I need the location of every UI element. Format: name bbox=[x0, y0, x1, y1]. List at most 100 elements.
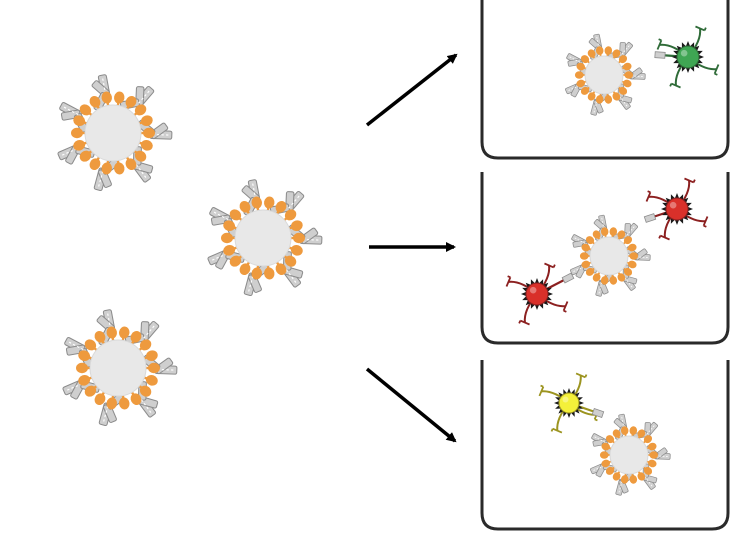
ligand-icon bbox=[617, 230, 626, 239]
bead-core bbox=[609, 435, 649, 475]
ligand-icon bbox=[284, 255, 297, 267]
bound-antibody bbox=[643, 213, 657, 223]
ligand-icon bbox=[604, 46, 613, 55]
ligand-icon bbox=[617, 273, 626, 282]
well-contents bbox=[505, 25, 720, 498]
ligand-icon bbox=[618, 55, 628, 64]
receptor-tip bbox=[544, 262, 556, 269]
arrow-icon bbox=[365, 367, 457, 443]
ligand-icon bbox=[114, 162, 125, 175]
bead-core bbox=[234, 209, 292, 267]
ligand-icon bbox=[643, 466, 653, 475]
ligand-icon bbox=[605, 466, 615, 475]
ligand-icon bbox=[73, 115, 86, 126]
ligand-icon bbox=[585, 236, 595, 245]
bound-antibody bbox=[591, 408, 605, 418]
receptor-tip bbox=[550, 427, 563, 434]
well-2-bead bbox=[567, 214, 651, 299]
ligand-icon bbox=[612, 472, 621, 481]
ligand-icon bbox=[628, 243, 637, 252]
well-icon bbox=[480, 172, 730, 345]
ligand-icon bbox=[119, 397, 130, 410]
ligand-icon bbox=[73, 140, 86, 151]
ligand-icon bbox=[79, 150, 92, 162]
ligand-icon bbox=[101, 162, 112, 175]
receptor-tip bbox=[656, 38, 663, 50]
cell-highlight bbox=[562, 396, 569, 403]
ligand-icon bbox=[595, 95, 604, 104]
ligand-icon bbox=[579, 252, 589, 260]
cell-highlight bbox=[669, 201, 677, 209]
ligand-icon bbox=[612, 429, 621, 438]
ligand-icon bbox=[106, 326, 117, 339]
ligand-icon bbox=[581, 243, 590, 252]
bound-antibody bbox=[654, 51, 666, 59]
yellow-cell bbox=[538, 372, 605, 434]
ligand-icon bbox=[239, 263, 251, 275]
cell-highlight bbox=[529, 286, 537, 294]
well-3-bead bbox=[587, 413, 671, 498]
ligand-icon bbox=[609, 227, 618, 236]
receptor-tip bbox=[575, 372, 588, 379]
ligand-icon bbox=[221, 232, 233, 244]
well-icon bbox=[480, 360, 730, 531]
ligand-icon bbox=[101, 91, 112, 104]
ligand-icon bbox=[89, 96, 101, 108]
ligand-icon bbox=[623, 267, 633, 276]
ligand-icon bbox=[139, 385, 152, 397]
ligand-icon bbox=[239, 201, 251, 213]
ligand-icon bbox=[140, 140, 153, 151]
ligand-icon bbox=[139, 339, 152, 351]
bound-antibody bbox=[561, 272, 575, 284]
ligand-icon bbox=[275, 201, 287, 213]
free-beads bbox=[53, 73, 323, 430]
spiky-cell-icon bbox=[525, 282, 549, 306]
ligand-icon bbox=[629, 475, 638, 484]
bead-core bbox=[89, 339, 147, 397]
receptor-tip bbox=[702, 216, 709, 228]
receptor-tip bbox=[538, 384, 545, 397]
ligand-icon bbox=[84, 339, 97, 351]
ligand-icon bbox=[628, 260, 637, 269]
ligand-icon bbox=[600, 227, 609, 236]
spiky-cell-icon bbox=[665, 197, 689, 221]
ligand-icon bbox=[643, 435, 653, 444]
ligand-icon bbox=[629, 252, 639, 260]
ligand-icon bbox=[592, 230, 601, 239]
receptor-tip bbox=[658, 234, 670, 241]
ligand-icon bbox=[599, 451, 609, 459]
ligand-icon bbox=[601, 459, 610, 468]
spiky-cell-icon bbox=[676, 45, 700, 69]
ligand-icon bbox=[620, 475, 629, 484]
ligand-icon bbox=[264, 196, 275, 209]
ligand-icon bbox=[79, 104, 92, 116]
ligand-icon bbox=[125, 96, 137, 108]
ligand-icon bbox=[629, 426, 638, 435]
ligand-icon bbox=[574, 71, 584, 79]
ligand-icon bbox=[229, 255, 242, 267]
receptor-tip bbox=[645, 190, 652, 202]
ligand-icon bbox=[580, 55, 590, 64]
arrows bbox=[365, 53, 458, 443]
receptor-tip bbox=[518, 319, 530, 326]
ligand-icon bbox=[609, 276, 618, 285]
ligand-icon bbox=[290, 245, 303, 256]
ligand-icon bbox=[595, 46, 604, 55]
red-cell-lower bbox=[505, 262, 575, 326]
ligand-icon bbox=[618, 86, 628, 95]
ligand-icon bbox=[134, 104, 147, 116]
bead-2 bbox=[203, 178, 323, 300]
spiky-cell-icon bbox=[558, 392, 580, 414]
ligand-icon bbox=[119, 326, 130, 339]
ligand-icon bbox=[143, 127, 155, 139]
ligand-icon bbox=[284, 209, 297, 221]
bead-3 bbox=[58, 308, 178, 430]
ligand-icon bbox=[130, 393, 142, 405]
ligand-icon bbox=[612, 92, 621, 101]
ligand-icon bbox=[78, 350, 91, 361]
receptor-tip bbox=[562, 301, 569, 313]
ligand-icon bbox=[223, 220, 236, 231]
bead-core bbox=[84, 104, 142, 162]
ligand-icon bbox=[612, 49, 621, 58]
